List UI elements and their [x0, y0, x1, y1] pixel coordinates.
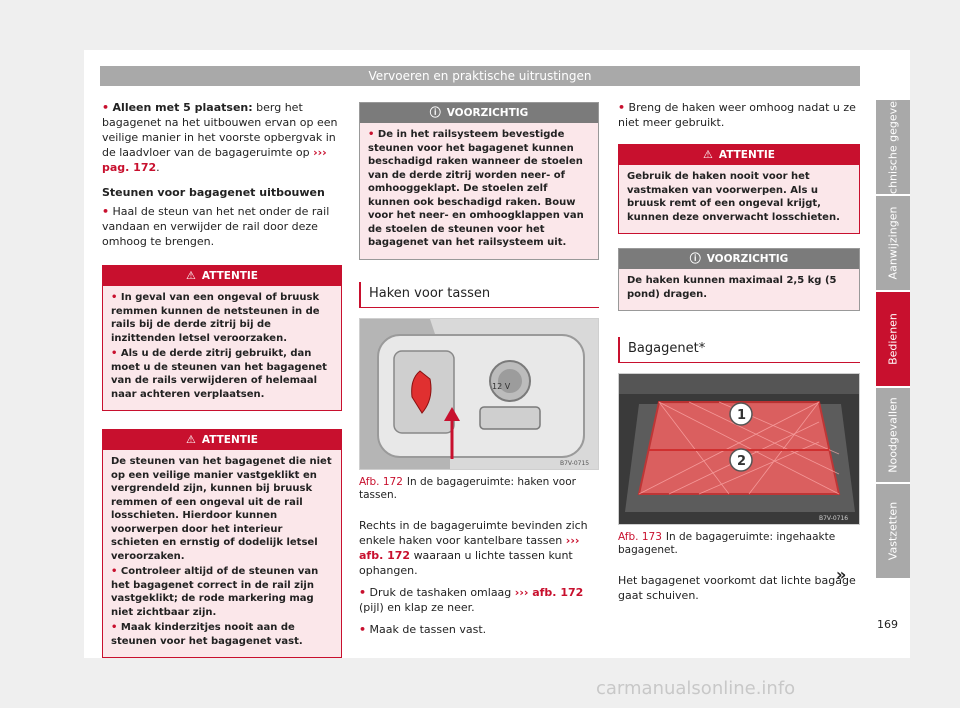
warning-box: ⚠ATTENTIE Gebruik de haken nooit voor he… — [618, 144, 860, 234]
column-right: • Breng de haken weer omhoog nadat u ze … — [618, 100, 860, 610]
warning-box: ⚠ATTENTIE • In geval van een ongeval of … — [102, 265, 342, 411]
warning-body: • In geval van een ongeval of bruusk rem… — [103, 286, 341, 410]
exclamation-circle-icon: ⓘ — [429, 106, 441, 119]
exclamation-circle-icon: ⓘ — [689, 252, 701, 265]
figure-code: B7V-0716 — [819, 515, 848, 522]
tab-aanwijzingen[interactable]: Aanwijzingen — [876, 196, 910, 290]
figure-luggage-net: 1 2 B7V-0716 — [618, 373, 860, 525]
chapter-tabs: Technische gegevens Aanwijzingen Bediene… — [876, 88, 910, 580]
bullet-icon: • — [102, 205, 110, 218]
watermark: carmanualsonline.info — [596, 678, 796, 699]
caution-body: De haken kunnen maximaal 2,5 kg (5 pond)… — [627, 275, 837, 300]
page-header: Vervoeren en praktische uitrustingen — [100, 66, 860, 86]
warning-item: • Controleer altijd of de steunen van he… — [111, 566, 319, 618]
warning-triangle-icon: ⚠ — [186, 269, 196, 282]
marker-2: 2 — [737, 454, 746, 469]
subheading: Steunen voor bagagenet uitbouwen — [102, 186, 325, 199]
caution-item: • De in het railsysteem bevestigde steun… — [368, 129, 584, 248]
warning-triangle-icon: ⚠ — [703, 148, 713, 161]
paragraph: • Breng de haken weer omhoog nadat u ze … — [618, 101, 856, 129]
bullet-icon: • — [102, 101, 110, 114]
text: Haal de steun van het net onder de rail … — [102, 205, 330, 248]
warning-text: De steunen van het bagagenet die niet op… — [111, 456, 332, 562]
tab-technische-gegevens[interactable]: Technische gegevens — [876, 88, 910, 206]
paragraph: Het bagagenet voorkomt dat lichte bagage… — [618, 574, 856, 602]
paragraph: • Haal de steun van het net onder de rai… — [102, 204, 342, 249]
paragraph: • Alleen met 5 plaatsen: berg het bagage… — [102, 100, 342, 175]
paragraph: • Maak de tassen vast. — [359, 622, 487, 636]
warning-item: • In geval van een ongeval of bruusk rem… — [111, 292, 320, 344]
figure-label: Afb. 172 — [359, 475, 403, 488]
figure-reference-link[interactable]: ››› afb. 172 — [514, 585, 584, 599]
luggage-net-illustration: 1 2 B7V-0716 — [619, 374, 859, 524]
text: berg het bagagenet na het uitbouwen erva… — [102, 101, 338, 159]
page-number: 169 — [877, 618, 898, 631]
warning-header: ⚠ATTENTIE — [619, 145, 859, 165]
warning-header: ⚠ATTENTIE — [103, 430, 341, 450]
paragraph: Rechts in de bagageruimte bevinden zich … — [359, 518, 588, 577]
tab-bedienen[interactable]: Bedienen — [876, 292, 910, 386]
warning-body: Gebruik de haken nooit voor het vastmake… — [627, 171, 840, 223]
warning-header: ⚠ATTENTIE — [103, 266, 341, 286]
bag-hooks-illustration: 12 V B7V-0715 — [360, 318, 598, 469]
section-title: Bagagenet* — [618, 337, 860, 363]
caution-body: • De in het railsysteem bevestigde steun… — [360, 123, 598, 259]
continue-arrow-icon: » — [836, 565, 847, 584]
page-reference-link[interactable]: ››› pag. 172 — [102, 146, 327, 174]
marker-1: 1 — [737, 408, 746, 423]
bold-lead: Alleen met 5 plaatsen: — [112, 101, 253, 114]
socket-label: 12 V — [492, 382, 511, 391]
tab-vastzetten[interactable]: Vastzetten — [876, 484, 910, 578]
tab-noodgevallen[interactable]: Noodgevallen — [876, 388, 910, 482]
paragraph: • Druk de tashaken omlaag ››› afb. 172 (… — [359, 585, 584, 614]
figure-reference-link[interactable]: ››› afb. 172 — [359, 533, 580, 562]
warning-item: • Maak kinderzitjes nooit aan de steunen… — [111, 622, 303, 647]
figure-code: B7V-0715 — [560, 460, 589, 467]
warning-box: ⚠ATTENTIE De steunen van het bagagenet d… — [102, 429, 342, 658]
figure-label: Afb. 173 — [618, 531, 662, 543]
warning-triangle-icon: ⚠ — [186, 433, 196, 446]
column-left: • Alleen met 5 plaatsen: berg het bagage… — [102, 100, 342, 670]
section-title: Haken voor tassen — [359, 281, 599, 308]
warning-body: De steunen van het bagagenet die niet op… — [103, 450, 341, 657]
warning-item: • Als u de derde zitrij gebruikt, dan mo… — [111, 348, 327, 400]
text: . — [156, 161, 160, 174]
figure-bag-hooks: 12 V B7V-0715 — [359, 317, 599, 470]
